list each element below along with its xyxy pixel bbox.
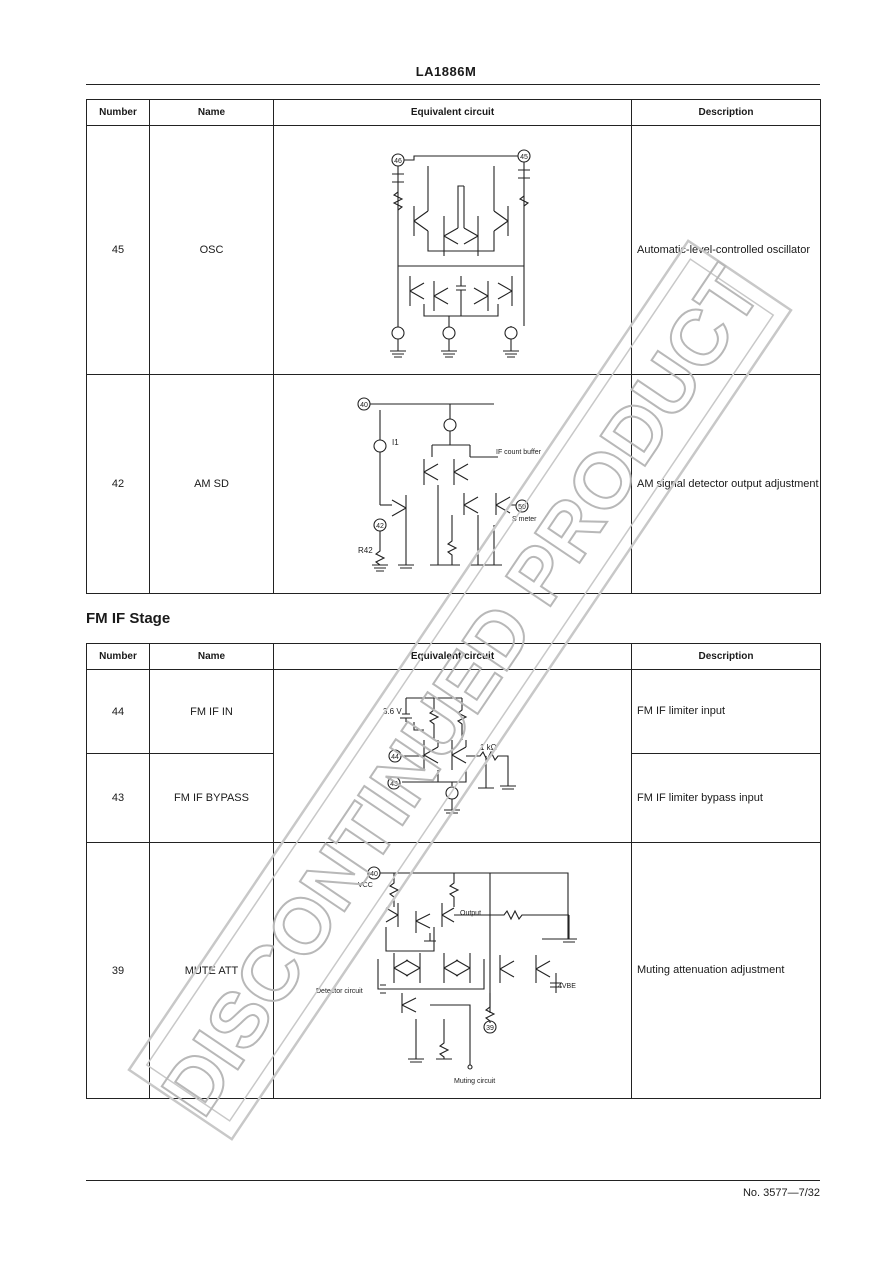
pin-table-2: Number Name Equivalent circuit Descripti… xyxy=(86,643,821,1099)
circuit-cell: 46 45 xyxy=(273,125,632,375)
col-description: Description xyxy=(631,99,821,126)
pin-table-1: Number Name Equivalent circuit Descripti… xyxy=(86,99,821,594)
circuit-cell: 40 I1 IF count buffer 50 S meter 42 R42 xyxy=(273,374,632,594)
circuit-cell: 3.6 V 1 kΩ 44 43 xyxy=(273,669,632,843)
header-rule xyxy=(86,84,820,85)
pin-name: OSC xyxy=(149,125,274,375)
pin-description: Automatic-level-controlled oscillator xyxy=(631,125,821,375)
current-label: I1 xyxy=(392,438,399,447)
footer-rule xyxy=(86,1180,820,1181)
pin-label: 46 xyxy=(394,158,402,165)
pin-label: 39 xyxy=(486,1025,494,1032)
detector-label: Detector circuit xyxy=(316,988,363,995)
output-label: Output xyxy=(460,910,481,917)
vbe-label: 4VBE xyxy=(558,983,576,990)
pin-name: FM IF IN xyxy=(149,668,274,755)
table-header-row: Number Name Equivalent circuit Descripti… xyxy=(86,643,821,670)
vcc-label: VCC xyxy=(358,882,373,889)
pin-description: Muting attenuation adjustment xyxy=(631,842,821,1099)
col-number: Number xyxy=(86,99,150,126)
pin-description: AM signal detector output adjustment xyxy=(631,374,821,594)
section-heading: FM IF Stage xyxy=(86,610,171,627)
pin-number: 42 xyxy=(86,374,150,594)
pin-number: 44 xyxy=(86,668,150,755)
col-name: Name xyxy=(149,643,274,670)
mute-att-circuit-diagram: 40 VCC Output Detector circuit 4VBE 39 M… xyxy=(316,866,577,1085)
pin-number: 43 xyxy=(86,753,150,843)
col-name: Name xyxy=(149,99,274,126)
pin-name: AM SD xyxy=(149,374,274,594)
col-circuit: Equivalent circuit xyxy=(273,99,632,126)
table-row: 44 FM IF IN xyxy=(86,668,821,843)
col-description: Description xyxy=(631,643,821,670)
osc-circuit-diagram: 46 45 xyxy=(390,149,531,358)
pin-label: 50 xyxy=(518,504,526,511)
pin-label: 43 xyxy=(390,781,398,788)
circuit-cell: 40 VCC Output Detector circuit 4VBE 39 M… xyxy=(273,842,632,1099)
pin-description: FM IF limiter bypass input xyxy=(631,753,821,843)
resistor-label: R42 xyxy=(358,546,373,555)
am-sd-circuit-diagram: 40 I1 IF count buffer 50 S meter 42 R42 xyxy=(357,397,542,572)
pin-label: 42 xyxy=(376,523,384,530)
table-header-row: Number Name Equivalent circuit Descripti… xyxy=(86,99,821,126)
pin-label: 45 xyxy=(520,154,528,161)
pin-label: 40 xyxy=(370,871,378,878)
pin-name: MUTE ATT xyxy=(149,842,274,1099)
smeter-label: S meter xyxy=(512,516,537,523)
table-row: 39 MUTE ATT xyxy=(86,842,821,1099)
fm-if-circuit-diagram: 3.6 V 1 kΩ 44 43 xyxy=(383,697,516,814)
table-row: 42 AM SD xyxy=(86,374,821,594)
table-row: 45 OSC xyxy=(86,125,821,375)
if-buffer-label: IF count buffer xyxy=(496,449,542,456)
pin-number: 39 xyxy=(86,842,150,1099)
pin-label: 44 xyxy=(391,754,399,761)
page-title: LA1886M xyxy=(415,64,477,79)
pin-name: FM IF BYPASS xyxy=(149,753,274,843)
col-circuit: Equivalent circuit xyxy=(273,643,632,670)
page-number: No. 3577—7/32 xyxy=(742,1187,820,1199)
col-number: Number xyxy=(86,643,150,670)
pin-label: 40 xyxy=(360,402,368,409)
muting-label: Muting circuit xyxy=(454,1078,495,1085)
resistor-label: 1 kΩ xyxy=(480,743,497,752)
pin-number: 45 xyxy=(86,125,150,375)
voltage-label: 3.6 V xyxy=(383,707,402,716)
pin-description: FM IF limiter input xyxy=(631,668,821,755)
